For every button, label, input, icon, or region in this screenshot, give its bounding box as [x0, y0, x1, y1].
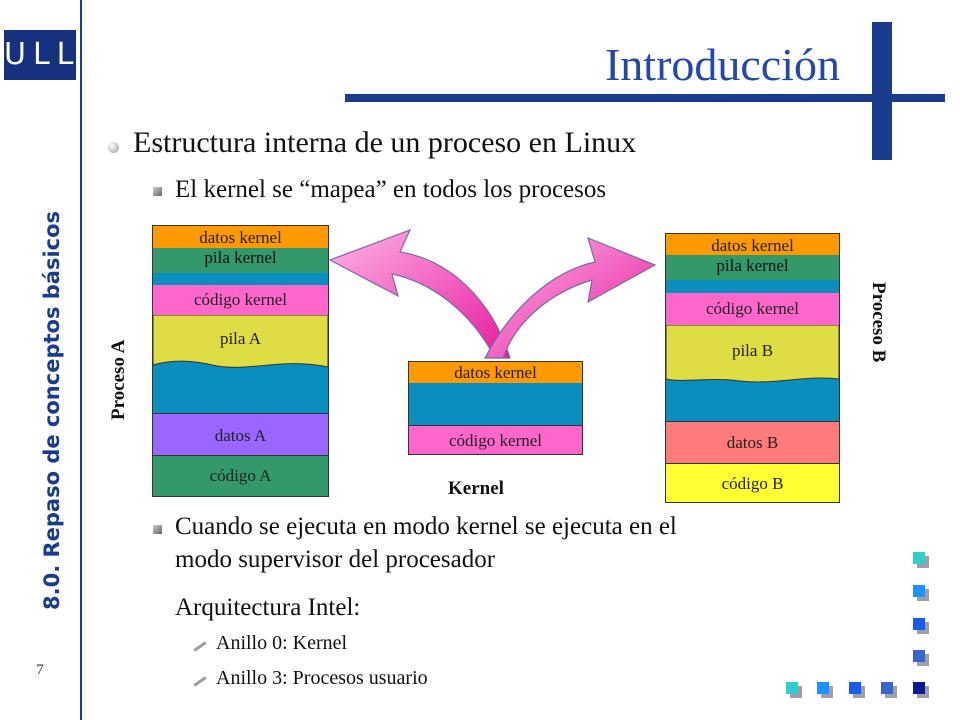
bullet-icon — [153, 525, 162, 534]
title-decor-vertical — [872, 22, 892, 160]
bullet-icon — [153, 187, 162, 196]
pb-datos: datos B — [665, 421, 840, 463]
decor-square — [786, 682, 798, 694]
bullet-icon — [193, 676, 207, 687]
decor-square — [913, 585, 925, 597]
pa-codigo: código A — [152, 455, 329, 497]
k-datos-kernel: datos kernel — [408, 361, 583, 383]
bullet-sub2-line1: Cuando se ejecuta en modo kernel se ejec… — [175, 513, 677, 540]
pb-datos-kernel: datos kernel — [665, 233, 840, 255]
decor-square — [913, 682, 925, 694]
pa-codigo-kernel: código kernel — [152, 285, 329, 315]
pa-stack-shape — [152, 315, 329, 368]
k-codigo-kernel: código kernel — [408, 425, 583, 455]
bullet-icon — [193, 641, 207, 652]
decor-square — [913, 618, 925, 630]
bullet-main: Estructura interna de un proceso en Linu… — [133, 126, 637, 159]
pb-codigo: código B — [665, 463, 840, 503]
ull-logo: ULL — [4, 30, 76, 80]
pa-pila: pila A — [219, 329, 262, 348]
pa-pila-kernel: pila kernel — [152, 248, 329, 273]
pa-datos: datos A — [152, 413, 329, 455]
k-gap — [408, 383, 583, 425]
slide-title: Introducción — [604, 39, 840, 90]
pb-pila-kernel: pila kernel — [665, 255, 840, 280]
arrow-to-process-a — [328, 228, 511, 359]
decor-square — [849, 682, 861, 694]
bullet-ring0: Anillo 0: Kernel — [216, 632, 348, 654]
pa-datos-kernel: datos kernel — [152, 225, 329, 248]
bullet-icon — [108, 142, 119, 153]
decor-square — [881, 682, 893, 694]
pb-pila: pila B — [731, 341, 774, 360]
arrow-to-process-b — [484, 236, 657, 359]
pb-stack-shape — [665, 325, 840, 383]
decor-square — [913, 650, 925, 662]
decor-square — [913, 552, 925, 564]
label-process-b: Proceso B — [868, 282, 889, 363]
label-process-a: Proceso A — [108, 339, 129, 420]
kernel-memory: datos kernel código kernel — [408, 361, 583, 455]
pb-codigo-kernel: código kernel — [665, 293, 840, 325]
bullet-sub3: Arquitectura Intel: — [175, 594, 361, 621]
process-a-memory: datos kernel pila kernel código kernel p… — [152, 225, 329, 497]
bullet-ring3: Anillo 3: Procesos usuario — [216, 667, 428, 689]
sidebar-divider — [80, 0, 82, 720]
title-decor-horizontal — [345, 94, 945, 102]
process-b-memory: datos kernel pila kernel código kernel p… — [665, 233, 840, 503]
bullet-sub2-line2: modo supervisor del procesador — [175, 546, 496, 573]
decor-square — [817, 682, 829, 694]
bullet-sub1: El kernel se “mapea” en todos los proces… — [175, 176, 607, 203]
sidebar — [0, 0, 80, 720]
pb-kernel-gap — [665, 280, 840, 293]
pa-kernel-gap — [152, 273, 329, 285]
mapping-arrows — [328, 228, 657, 359]
slide-number: 7 — [36, 662, 44, 678]
section-title: 8.0. Repaso de conceptos básicos — [40, 210, 64, 610]
label-kernel: Kernel — [448, 478, 504, 499]
